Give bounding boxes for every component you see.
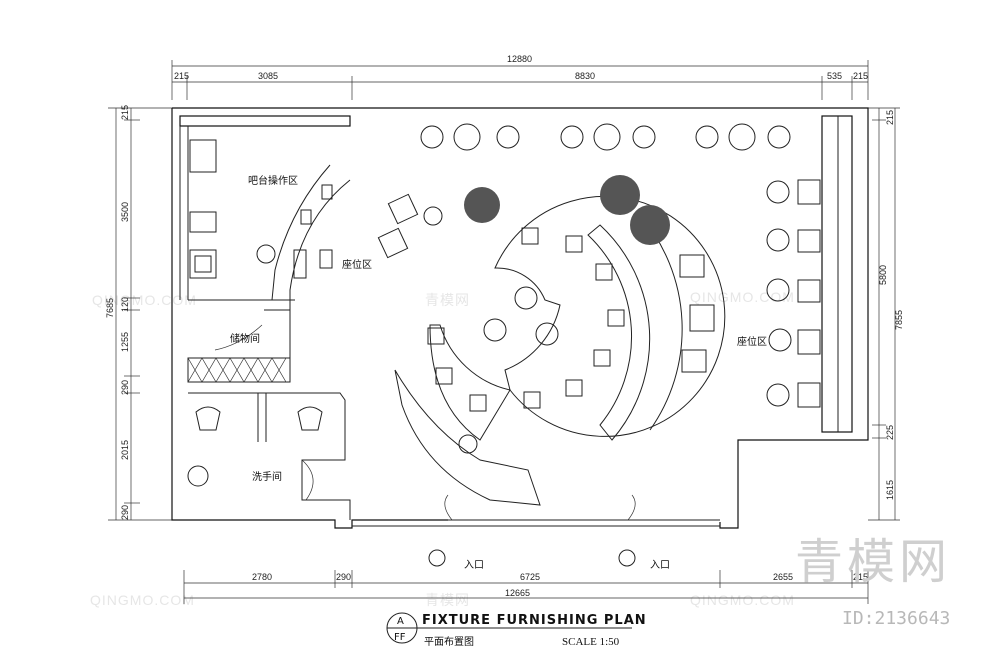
drawing-subtitle: 平面布置图 [424,636,474,648]
entrance-label-2: 入口 [650,560,670,571]
dim-top-seg: 8830 [575,71,595,81]
plants [464,175,670,245]
dim-bottom-seg: 215 [853,572,868,582]
dim-bottom-seg: 6725 [520,572,540,582]
dim-left-seg: 120 [120,297,130,312]
dim-bottom-seg: 290 [336,572,351,582]
bar-counter: 吧台操作区 [188,139,351,380]
restroom: 洗手间 [187,392,351,520]
central-counter [394,195,726,506]
dim-bottom-total: 12665 [505,588,530,598]
ghost-watermark-cn: 青模网 [425,292,470,308]
watermark-brand: 青模网 [795,534,951,590]
dim-left-seg: 290 [120,380,130,395]
dim-bottom-seg: 2655 [773,572,793,582]
room-label-restroom: 洗手间 [252,470,282,483]
dim-right-seg: 225 [885,425,895,440]
dim-left-total: 7685 [105,298,115,318]
ghost-watermark: QINGMO.COM [92,292,197,308]
left-seating: 座位区 [256,193,478,454]
room-label-storage: 储物间 [230,332,260,345]
title-block: A FF FIXTURE FURNISHING PLAN 平面布置图 SCALE… [386,612,647,648]
dim-left-seg: 2015 [120,440,130,460]
dim-left-seg: 3500 [120,202,130,222]
watermark-id: ID:2136643 [842,608,950,629]
right-seating: 座位区 [679,179,821,408]
background-watermark: QINGMO.COM QINGMO.COM QINGMO.COM QINGMO.… [90,289,795,608]
room-label-seating-left: 座位区 [342,258,372,271]
top-tables [420,123,791,151]
ghost-watermark-cn: 青模网 [425,592,470,608]
dim-right-total: 7855 [894,310,904,330]
ghost-watermark: QINGMO.COM [690,592,795,608]
dim-left-seg: 290 [120,505,130,520]
dim-top-total: 12880 [507,54,532,64]
dim-right-seg: 1615 [885,480,895,500]
stools [427,227,625,412]
top-dimensions: 12880 215 3085 8830 535 215 [171,54,869,100]
drawing-scale: SCALE 1:50 [562,636,620,648]
dim-top-seg: 215 [853,71,868,81]
room-label-bar: 吧台操作区 [248,174,298,187]
entrance-label-1: 入口 [464,560,484,571]
dim-top-seg: 535 [827,71,842,81]
ghost-watermark: QINGMO.COM [690,289,795,305]
section-mark-bottom: FF [394,632,406,643]
bottom-dimensions: 2780 290 6725 2655 215 12665 [183,570,869,604]
exterior-walls [171,107,869,529]
dim-top-seg: 215 [174,71,189,81]
dim-right-seg: 215 [885,110,895,125]
ghost-watermark: QINGMO.COM [90,592,195,608]
dim-right-seg: 5800 [878,265,888,285]
dim-left-seg: 215 [120,105,130,120]
dim-bottom-seg: 2780 [252,572,272,582]
dim-top-seg: 3085 [258,71,278,81]
entrances: 入口 入口 [352,494,720,571]
section-mark-top: A [397,616,404,627]
right-dimensions: 215 5800 225 1615 7855 [868,107,904,521]
room-label-seating-right: 座位区 [737,335,767,348]
left-dimensions: 7685 215 3500 120 1255 290 2015 290 [105,105,172,521]
dim-left-seg: 1255 [120,332,130,352]
storage-room: 储物间 [187,309,291,383]
brand-watermark: 青模网 ID:2136643 [795,534,951,629]
drawing-title: FIXTURE FURNISHING PLAN [422,613,647,628]
